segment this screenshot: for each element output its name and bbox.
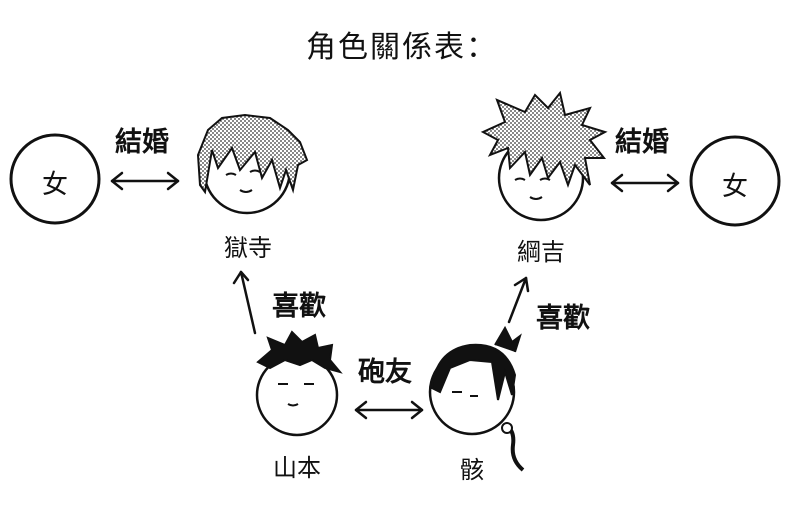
left-marriage-label: 結婚: [115, 127, 169, 158]
right-marriage-label: 結婚: [615, 127, 669, 158]
hibari-face: [428, 325, 525, 472]
tsuna-face: [480, 90, 608, 222]
friends-label: 砲友: [358, 357, 412, 388]
woman-right-label: 女: [721, 172, 748, 202]
chart-title: 角色關係表：: [306, 30, 498, 65]
yamamoto-likes-gokudera-arrow: [232, 270, 257, 335]
hibari-likes-label: 喜歡: [536, 303, 590, 334]
tsuna-label: 綱吉: [517, 238, 565, 266]
friends-arrow: [354, 400, 424, 420]
yamamoto-label: 山本: [273, 454, 321, 482]
gokudera-face: [196, 113, 309, 215]
marriage-left-arrow: [110, 171, 180, 191]
hibari-likes-tsuna-arrow: [507, 276, 530, 324]
yamamoto-likes-label: 喜歡: [272, 291, 326, 322]
woman-right-circle: [689, 135, 781, 227]
yamamoto-face: [255, 330, 343, 437]
marriage-right-arrow: [610, 173, 680, 193]
hibari-label: 骸: [460, 456, 484, 484]
gokudera-label: 獄寺: [224, 234, 272, 262]
woman-left-circle: [9, 133, 101, 225]
woman-left-label: 女: [41, 170, 68, 200]
